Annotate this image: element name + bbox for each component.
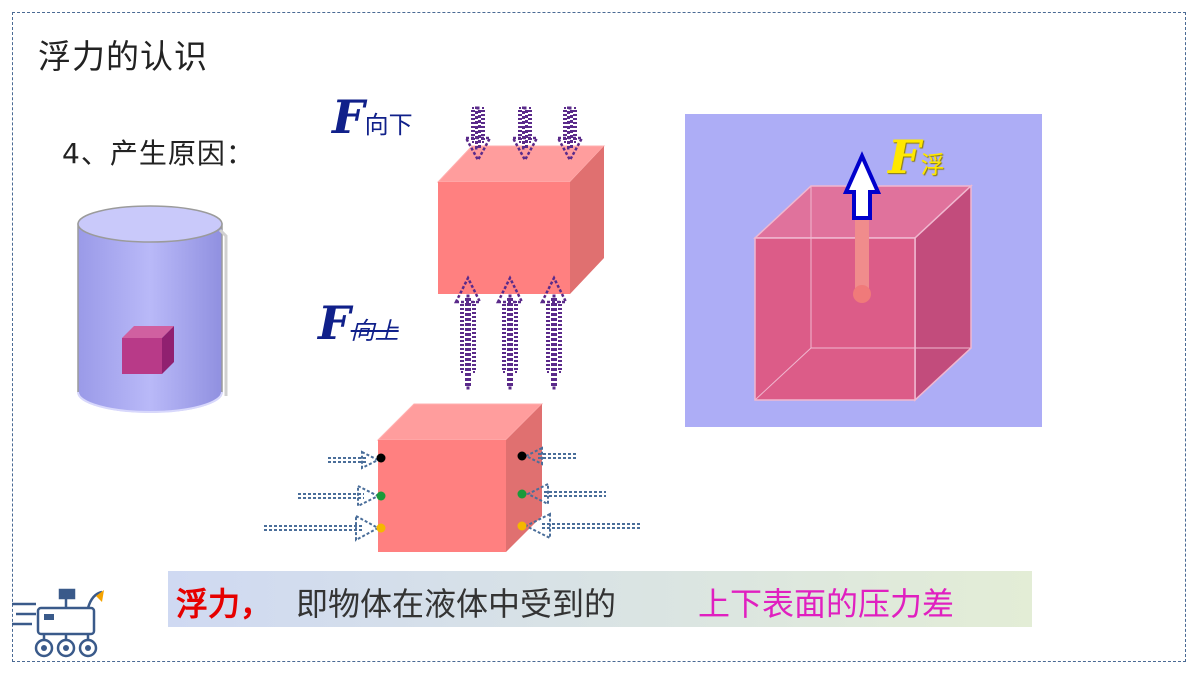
cause-label: 4、产生原因：	[62, 137, 255, 170]
down-arrows	[463, 106, 585, 163]
rover-robot-icon	[12, 588, 104, 658]
up-arrows	[453, 275, 569, 390]
horizontal-pressure-cube	[264, 403, 640, 552]
right-arrows	[523, 446, 640, 540]
force-up-label: F向上	[318, 296, 399, 350]
force-buoyant-label: F浮	[888, 130, 945, 184]
beaker-body	[77, 223, 223, 413]
vertical-pressure-cube	[436, 106, 606, 390]
beaker-illustration	[77, 205, 228, 413]
beaker-rim	[77, 205, 223, 243]
conclusion-bar: 浮力， 即物体在液体中受到的 上下表面的压力差	[168, 571, 1032, 627]
force-down-label: F向下	[332, 90, 413, 144]
left-arrows	[264, 450, 381, 542]
conclusion-text: 即物体在液体中受到的	[296, 585, 617, 623]
point-mid-left	[376, 491, 386, 501]
point-top-left	[376, 453, 386, 463]
point-top-right	[517, 451, 527, 461]
buoyancy-panel	[685, 114, 1042, 427]
point-low-right	[517, 521, 527, 531]
conclusion-term: 浮力，	[176, 585, 273, 623]
cube-front-face	[438, 182, 570, 294]
cube-side-face	[570, 146, 604, 294]
small-cube	[122, 326, 174, 374]
conclusion-highlight: 上下表面的压力差	[698, 585, 955, 623]
slide-title: 浮力的认识	[38, 37, 208, 76]
point-mid-right	[517, 489, 527, 499]
point-low-left	[376, 523, 386, 533]
buoyancy-arrow	[842, 151, 882, 220]
slide-frame	[12, 12, 1186, 662]
